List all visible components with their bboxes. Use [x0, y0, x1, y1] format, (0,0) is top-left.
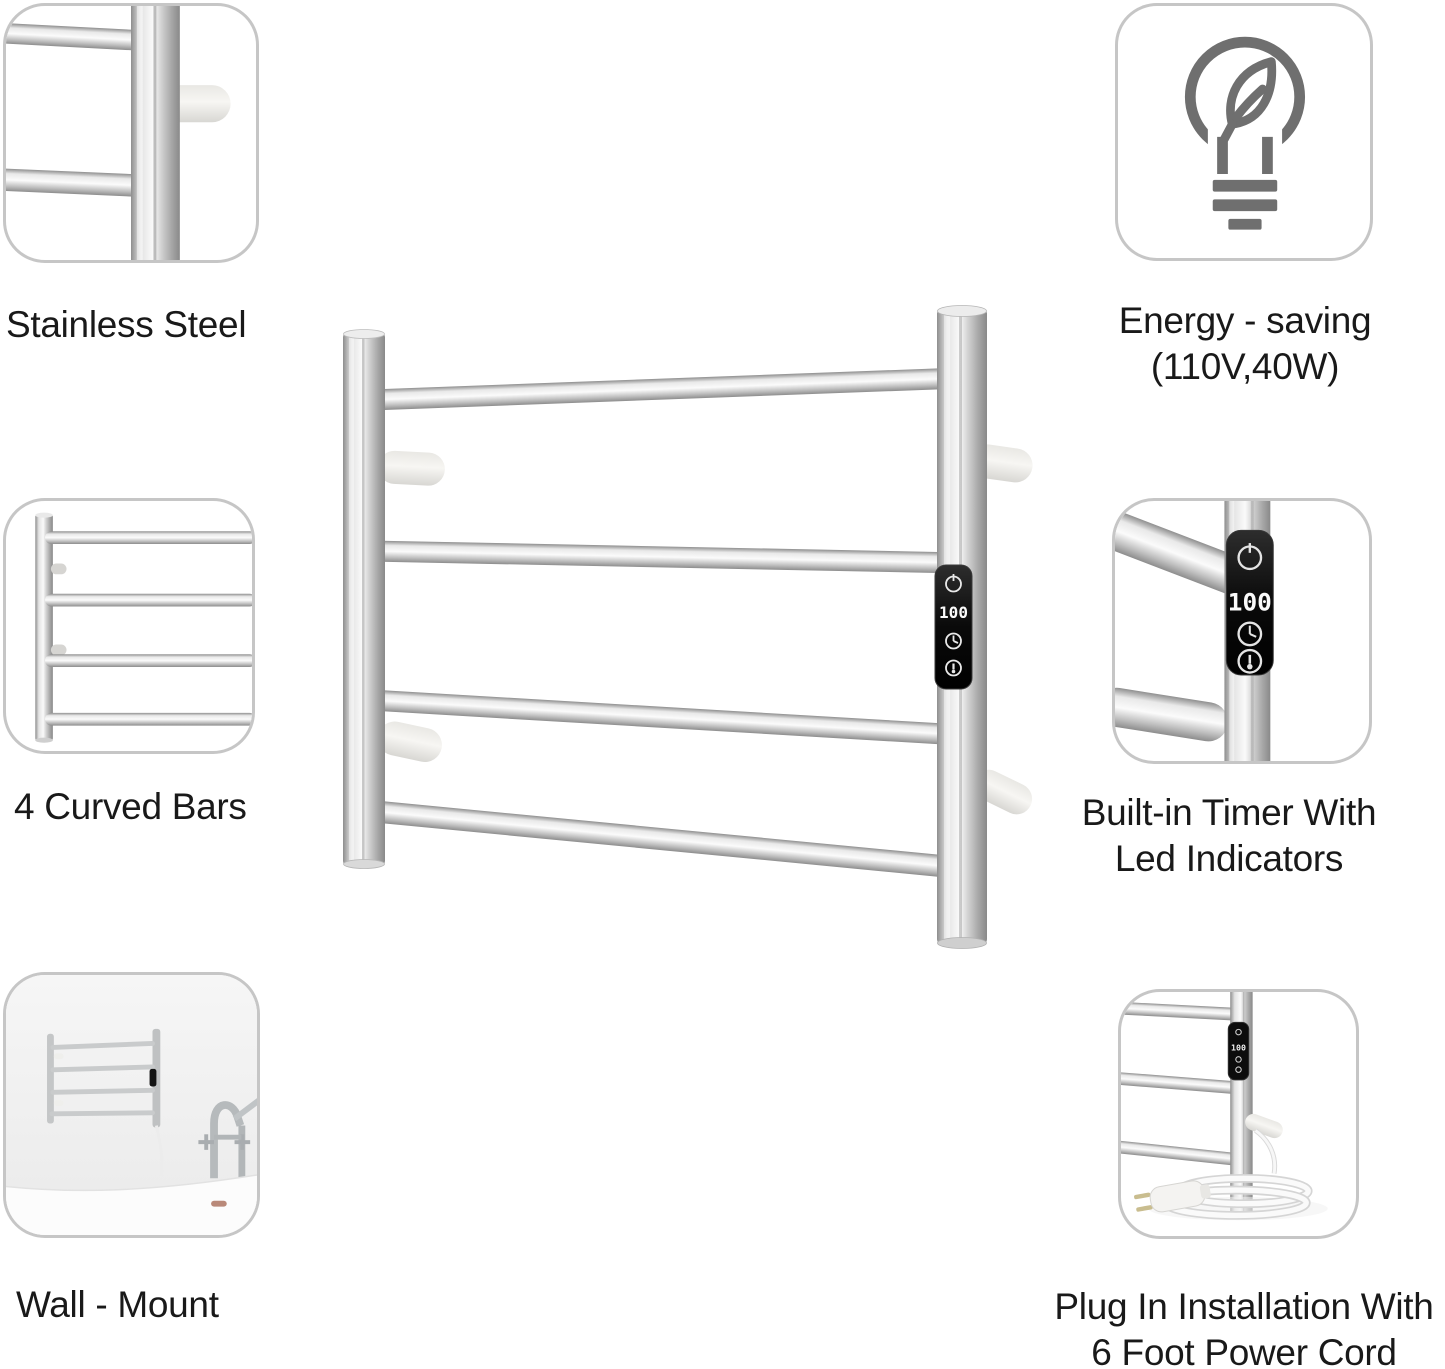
wall-peg-bottom-left: [377, 721, 442, 762]
plug-in-closeup: 100: [1121, 992, 1328, 1221]
lower-bar: [1115, 687, 1228, 742]
power-cord: [154, 1125, 164, 1177]
towel-warmer: 100: [343, 305, 1033, 949]
bulb-neck: [1217, 136, 1273, 174]
stainless-steel-label: Stainless Steel: [6, 304, 247, 345]
led-display-value: 100: [1231, 1043, 1246, 1053]
towel-bar-2: [369, 540, 963, 574]
wall-peg: [1245, 1113, 1283, 1139]
plug-in-line2: 6 Foot Power Cord: [1091, 1332, 1397, 1369]
towel-bars: [368, 367, 963, 879]
lightbulb-leaf-icon: [1184, 36, 1306, 230]
heat-icon: [1235, 1066, 1242, 1073]
vertical-pole: [131, 6, 180, 260]
left-pole: [343, 329, 385, 869]
top-bar: [1115, 505, 1242, 595]
heat-icon: [1237, 648, 1263, 674]
curved-bars-photo: [3, 498, 255, 754]
plug-prong: [1136, 1205, 1153, 1212]
bulb-base: [1212, 179, 1278, 230]
bathroom-scene: [6, 975, 257, 1235]
energy-saving-tile: [1115, 3, 1373, 261]
led-control-panel: 100: [1225, 529, 1274, 676]
control-panel-closeup: 100: [1115, 501, 1274, 761]
wall-peg-top-left: [377, 450, 445, 486]
plug-in-label: Plug In Installation With 6 Foot Power C…: [1034, 1284, 1445, 1369]
towel-bar: [6, 22, 146, 197]
wall-pegs: [377, 444, 1033, 815]
curved-bars-label: 4 Curved Bars: [14, 786, 247, 827]
timer-line1: Built-in Timer With: [1081, 792, 1377, 833]
tub-logo-mark: [211, 1200, 227, 1207]
towel-bar-1: [369, 367, 962, 411]
wall-peg: [50, 563, 67, 656]
led-control-panel: 100: [934, 564, 973, 690]
plug-in-line1: Plug In Installation With: [1054, 1286, 1434, 1327]
towel-bars: [45, 531, 252, 726]
wall-mount-label: Wall - Mount: [16, 1284, 219, 1325]
tub-faucet: [198, 1098, 257, 1179]
led-display-value: 100: [1228, 587, 1272, 616]
timer-line2: Led Indicators: [1114, 838, 1344, 879]
leaf-icon: [1220, 57, 1277, 144]
heat-icon: [945, 659, 962, 677]
energy-saving-line2: (110V,40W): [1150, 346, 1340, 387]
vertical-pole: [35, 512, 53, 743]
led-control-panel: 100: [1227, 1021, 1250, 1081]
stainless-steel-closeup: [6, 6, 231, 260]
wall-peg-bottom-right: [973, 769, 1033, 815]
bathtub: [6, 1174, 257, 1235]
clock-icon: [1237, 621, 1263, 647]
led-display-value: 100: [939, 603, 968, 622]
power-plug: [1134, 1180, 1211, 1213]
clock-icon: [945, 632, 962, 650]
towel-warmer-product-image: 100: [330, 295, 1040, 955]
stainless-steel-photo: [3, 3, 259, 263]
timer-label: Built-in Timer With Led Indicators: [1064, 790, 1394, 882]
clock-icon: [1235, 1056, 1242, 1063]
mini-control-panel: [149, 1068, 157, 1087]
timer-panel-photo: 100: [1112, 498, 1372, 764]
energy-saving-line1: Energy - saving: [1118, 300, 1372, 341]
towel-bars: [1115, 505, 1242, 742]
plug-in-photo: 100: [1118, 989, 1359, 1239]
mounted-towel-warmer: [47, 1028, 164, 1177]
towel-bars: [1121, 1001, 1238, 1166]
energy-saving-label: Energy - saving (110V,40W): [1085, 298, 1405, 390]
curved-bars-side-view: [35, 512, 252, 743]
towel-bar-3: [369, 689, 962, 746]
power-icon: [1235, 1028, 1242, 1036]
wall-mount-photo: [3, 972, 260, 1238]
towel-bar-4: [368, 800, 961, 879]
plug-prong: [1134, 1192, 1151, 1200]
